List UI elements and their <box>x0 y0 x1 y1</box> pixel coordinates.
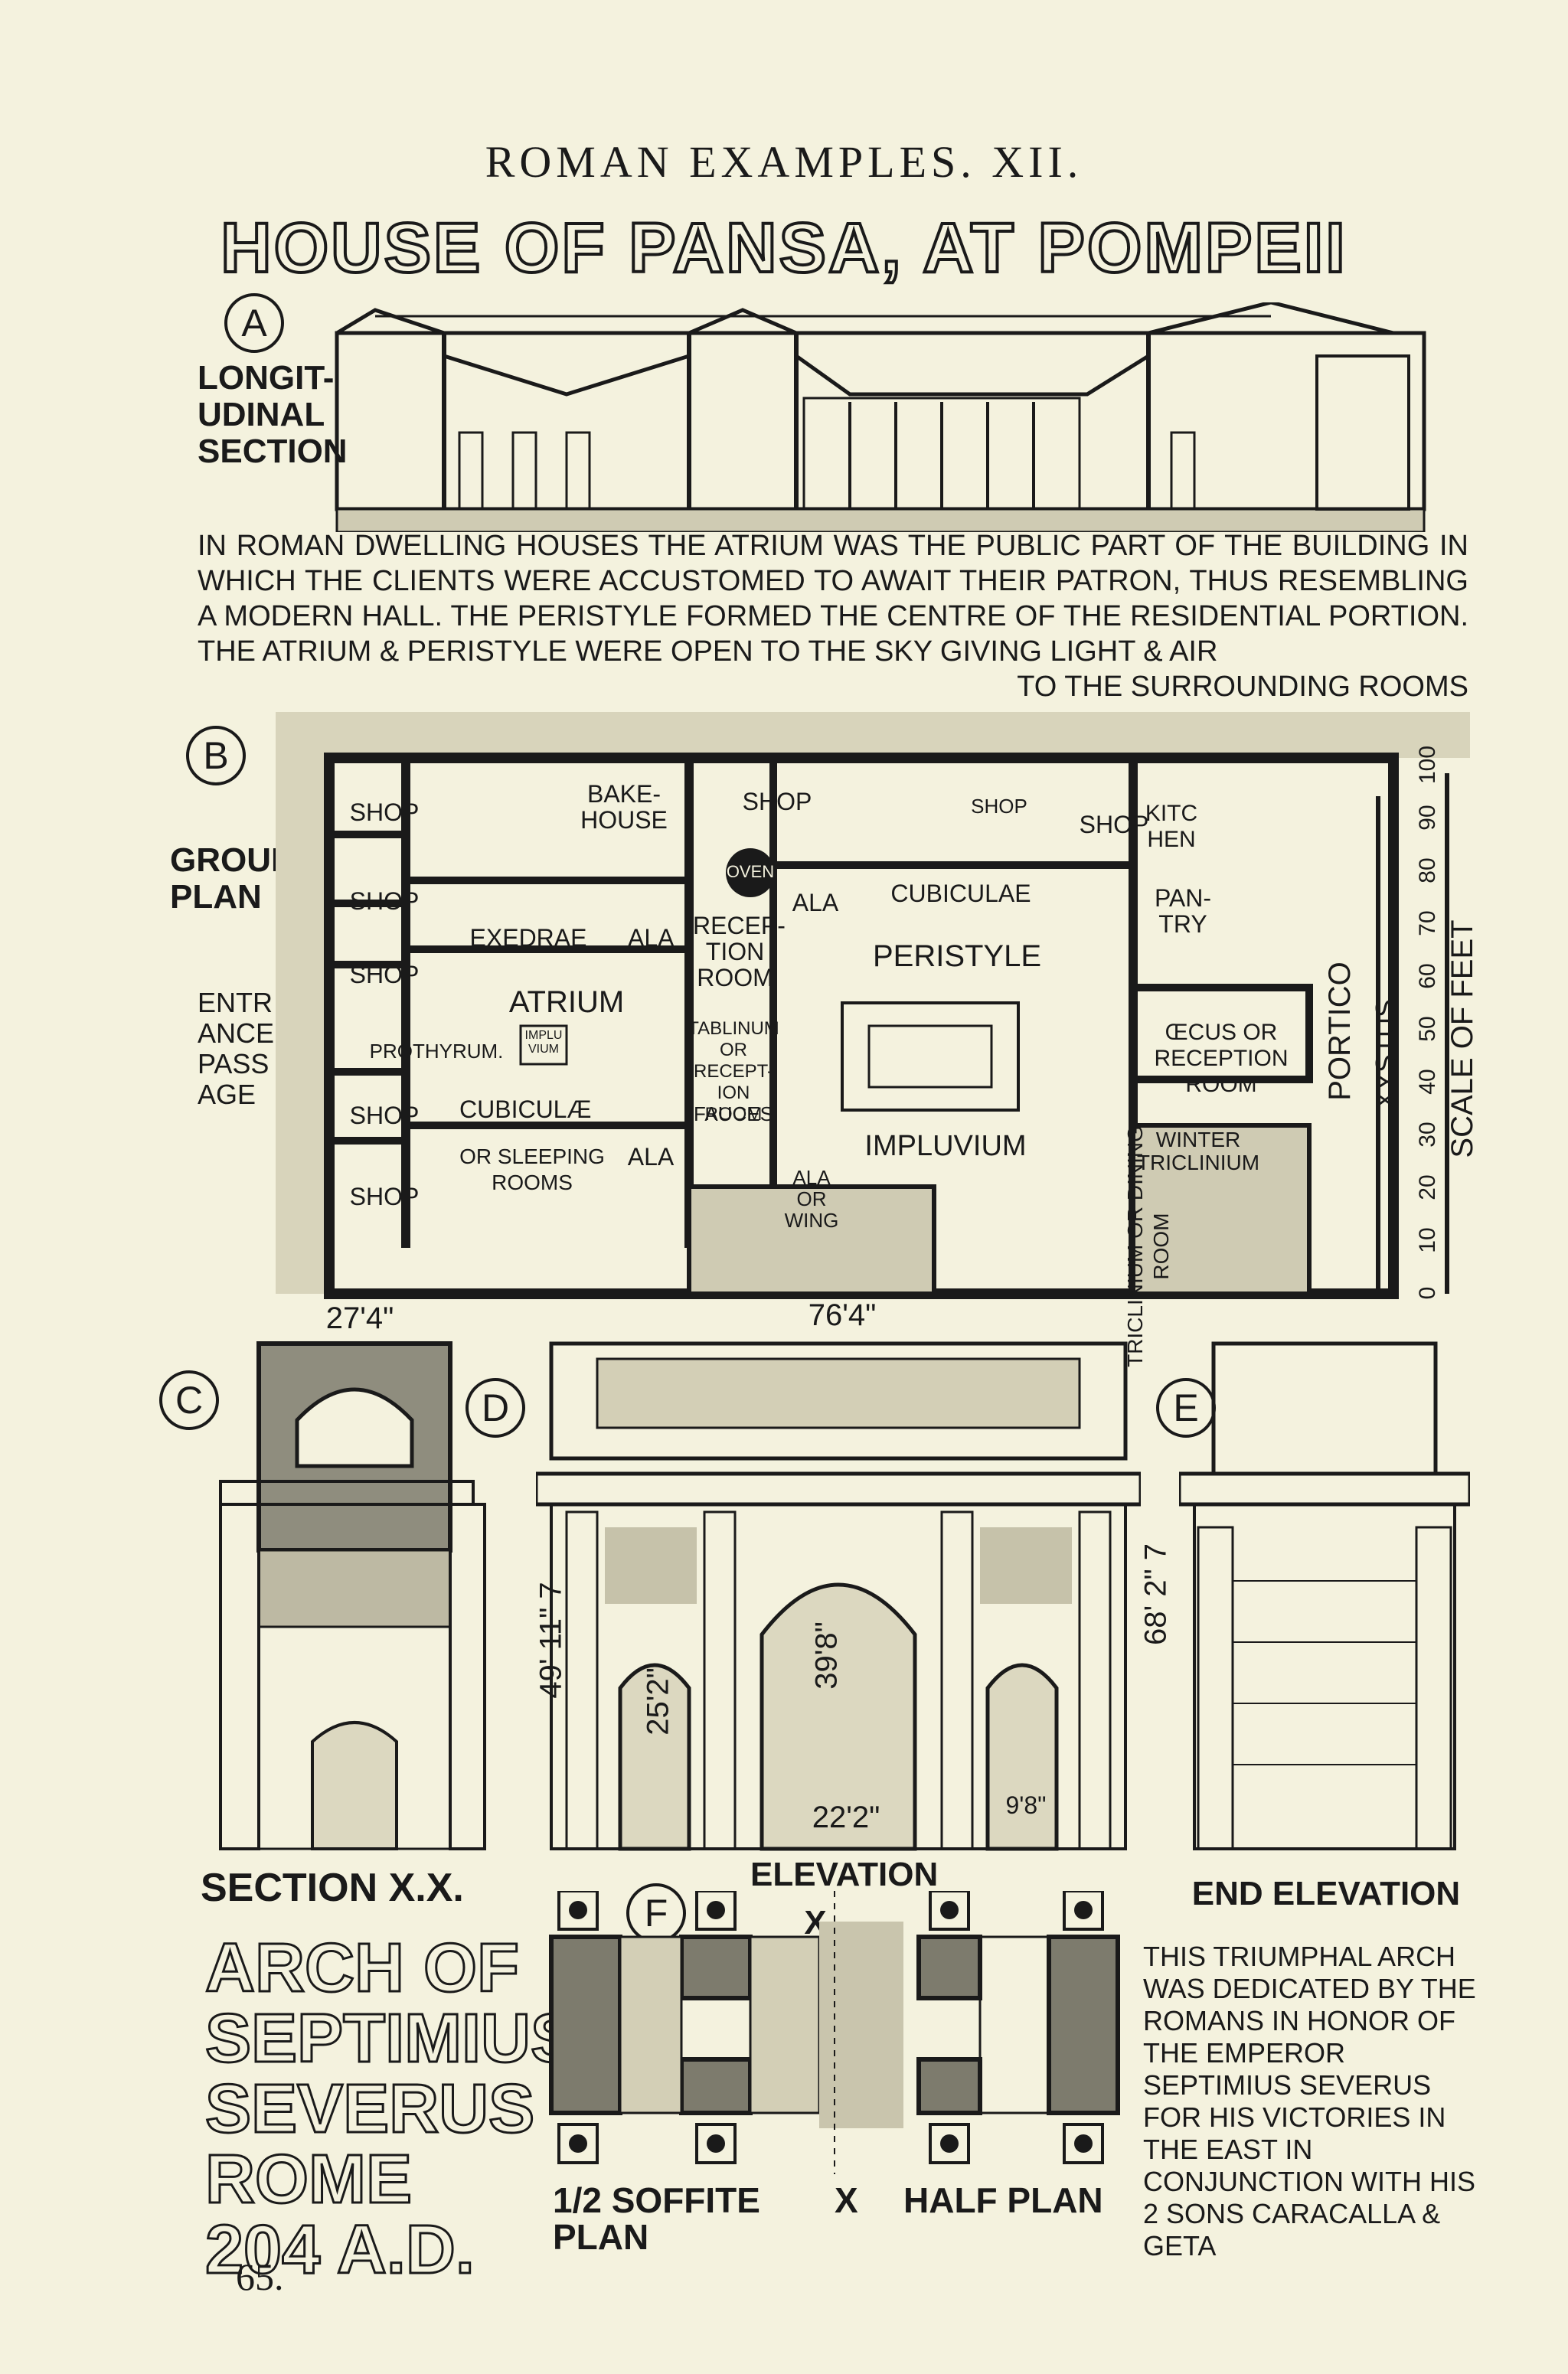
arch-note: This triumphal arch was dedicated by the… <box>1143 1941 1476 2261</box>
page-number: 65. <box>236 2255 284 2298</box>
room-shop-6: SHOP <box>742 788 812 815</box>
room-ala-wing: ALA OR WING <box>784 1166 839 1232</box>
room-shop-1: SHOP <box>349 798 420 826</box>
dimension-height-centre: 39'8" <box>809 1621 844 1690</box>
section-b-marker: B <box>186 726 246 785</box>
section-e-marker: E <box>1156 1378 1216 1438</box>
room-exedrae: EXEDRAE <box>469 924 587 952</box>
scale-of-feet-label: SCALE OF FEET <box>1446 919 1479 1158</box>
intro-paragraph-last-line: to the surrounding rooms <box>1017 671 1468 703</box>
scale-tick-label: 10 <box>1415 1227 1440 1253</box>
room-shop-7: SHOP <box>971 795 1027 818</box>
room-cubiculae-top: CUBICULAE <box>890 880 1031 907</box>
scale-tick-label: 40 <box>1415 1069 1440 1095</box>
page-title: HOUSE OF PANSA, AT POMPEII <box>219 207 1348 289</box>
dimension-side-span: 9'8" <box>1005 1791 1047 1819</box>
section-a-marker: A <box>224 293 284 353</box>
room-cubiculae: CUBICULÆ <box>459 1096 592 1123</box>
intro-paragraph-text: In Roman dwelling houses the atrium was … <box>198 530 1468 668</box>
scale-tick-label: 90 <box>1415 805 1440 831</box>
section-a-label: LONGIT-UDINAL SECTION <box>198 359 348 470</box>
room-kitchen: KITC HEN <box>1145 801 1198 852</box>
dimension-width-c: 27'4" <box>325 1301 394 1335</box>
scale-tick-label: 20 <box>1415 1174 1440 1200</box>
section-c-marker: C <box>159 1370 219 1430</box>
scale-tick-label: 60 <box>1415 963 1440 989</box>
end-elevation-label: END ELEVATION <box>1191 1875 1461 1912</box>
elevation-label: ELEVATION <box>750 1856 939 1893</box>
room-winter-triclinium: WINTER TRICLINIUM <box>1136 1128 1260 1174</box>
scale-tick-label: 50 <box>1415 1016 1440 1042</box>
scale-tick-label: 70 <box>1415 910 1440 936</box>
room-prothyrum: PROTHYRUM. <box>369 1040 504 1063</box>
room-xystus: XYSTUS <box>1370 998 1401 1110</box>
room-pantry: PAN-TRY <box>1154 884 1212 938</box>
ground-plan-drawing <box>276 712 1470 1299</box>
arch-caption: ARCH OF SEPTIMIUS SEVERUS ROME 204 A.D. <box>204 1930 578 2288</box>
room-atrium: ATRIUM <box>508 985 625 1019</box>
room-impluvium: IMPLUVIUM <box>864 1130 1027 1162</box>
arch-elevation-drawing <box>536 1341 1141 1851</box>
room-ala-3: ALA <box>627 1143 675 1171</box>
dimension-centre-span: 22'2" <box>812 1801 880 1834</box>
longitudinal-section-drawing <box>335 302 1426 532</box>
running-title: ROMAN EXAMPLES. XII. <box>485 137 1083 187</box>
room-shop-3: SHOP <box>349 961 420 988</box>
room-oecus: ŒCUS OR RECEPTION ROOM <box>1154 1020 1289 1097</box>
scale-tick-label: 80 <box>1415 857 1440 883</box>
room-fauces: FAUCES <box>693 1102 774 1125</box>
scale-tick-label: 100 <box>1415 745 1440 785</box>
scale-tick-label: 30 <box>1415 1122 1440 1148</box>
room-bakehouse: BAKE-HOUSE <box>580 780 668 834</box>
room-ala-1: ALA <box>628 924 675 952</box>
room-impluvium-small: IMPLU VIUM <box>524 1029 563 1056</box>
soffit-plan-label: 1/2 SOFFITE PLAN <box>553 2180 760 2257</box>
entrance-passage-label: ENTR ANCE PASS AGE <box>198 987 275 1110</box>
room-tablinum: TABLINUM OR RECEPT-ION ROOM <box>688 1018 779 1125</box>
dimension-height-side: 25'2" <box>641 1667 675 1736</box>
scale-tick-label: 0 <box>1415 1286 1440 1300</box>
room-peristyle: PERISTYLE <box>872 939 1042 973</box>
room-oven: OVEN <box>726 862 775 881</box>
room-portico: PORTICO <box>1323 962 1357 1101</box>
room-shop-2: SHOP <box>349 887 420 915</box>
room-sleeping: OR SLEEPING ROOMS <box>459 1145 605 1194</box>
dimension-height-e: 68' 2" 7 <box>1138 1543 1173 1646</box>
arch-plan-drawing <box>549 1891 1120 2174</box>
room-shop-4: SHOP <box>349 1102 420 1129</box>
intro-paragraph: In Roman dwelling houses the atrium was … <box>198 528 1468 704</box>
room-shop-5: SHOP <box>349 1183 420 1210</box>
section-xx-label: SECTION X.X. <box>201 1866 464 1910</box>
arch-end-elevation-drawing <box>1179 1341 1470 1850</box>
arch-section-drawing <box>219 1341 486 1850</box>
dimension-width-d: 76'4" <box>808 1298 877 1332</box>
room-reception: RECEP-TION ROOM <box>693 912 786 991</box>
room-shop-8: SHOP <box>1079 811 1149 838</box>
plan-x-mark: X <box>835 2180 858 2220</box>
room-ala-2: ALA <box>792 889 839 916</box>
section-d-marker: D <box>466 1378 525 1438</box>
half-plan-label: HALF PLAN <box>903 2180 1103 2220</box>
